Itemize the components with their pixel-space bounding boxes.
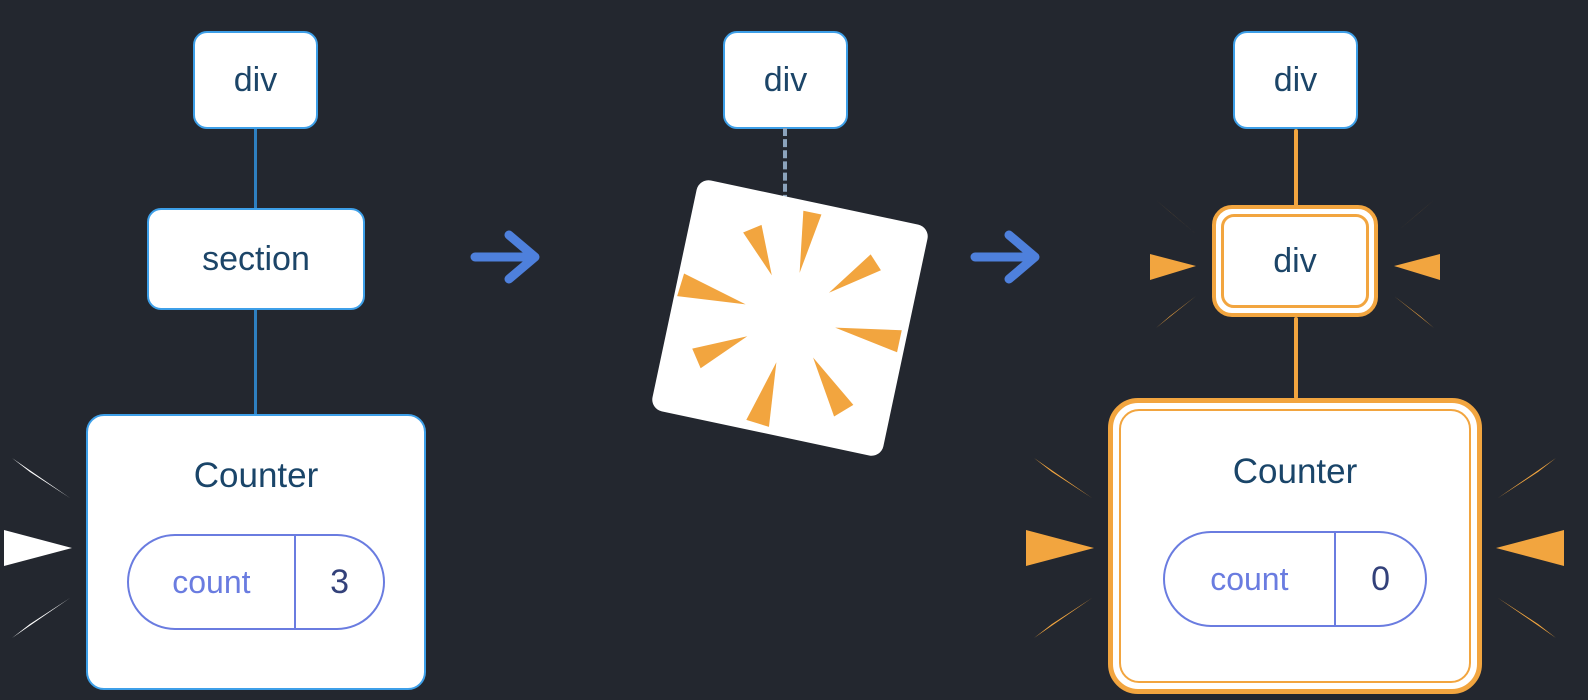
counter-title: Counter — [193, 456, 319, 495]
node-label: div — [1273, 60, 1318, 99]
dashed-edge — [783, 128, 787, 214]
poof-marks-white-icon — [4, 458, 72, 638]
state-value: 0 — [1371, 559, 1391, 598]
state-pill: count 0 — [1163, 531, 1427, 627]
before-edge-lower — [254, 310, 257, 415]
node-label-wrap: div — [1221, 214, 1369, 308]
highlight-burst-right-icon — [1394, 200, 1440, 328]
counter-title: Counter — [1232, 452, 1358, 491]
state-value: 3 — [330, 562, 350, 601]
after-child-node-highlighted: div — [1212, 205, 1378, 317]
state-divider — [1333, 533, 1337, 625]
state-key: count — [172, 563, 251, 600]
after-edge-upper — [1293, 129, 1298, 207]
node-label: div — [233, 60, 278, 99]
arrow-right-icon — [970, 230, 1040, 284]
poof-square — [650, 178, 930, 458]
counter-burst-right-icon — [1496, 458, 1564, 638]
state-key: count — [1210, 560, 1289, 597]
after-root-node: div — [1233, 31, 1358, 129]
arrow-right-icon — [470, 230, 540, 284]
node-label: div — [1273, 241, 1317, 280]
node-label: div — [763, 60, 808, 99]
state-divider — [293, 536, 297, 628]
before-edge-upper — [254, 129, 257, 209]
node-label: section — [202, 239, 310, 278]
before-root-node: div — [193, 31, 318, 129]
poof-burst-icon — [677, 210, 902, 427]
counter-burst-left-icon — [1026, 458, 1094, 638]
before-child-node: section — [147, 208, 365, 310]
highlight-burst-left-icon — [1150, 200, 1196, 328]
after-edge-lower — [1293, 317, 1298, 399]
state-pill: count 3 — [127, 534, 385, 630]
middle-root-node: div — [723, 31, 848, 129]
